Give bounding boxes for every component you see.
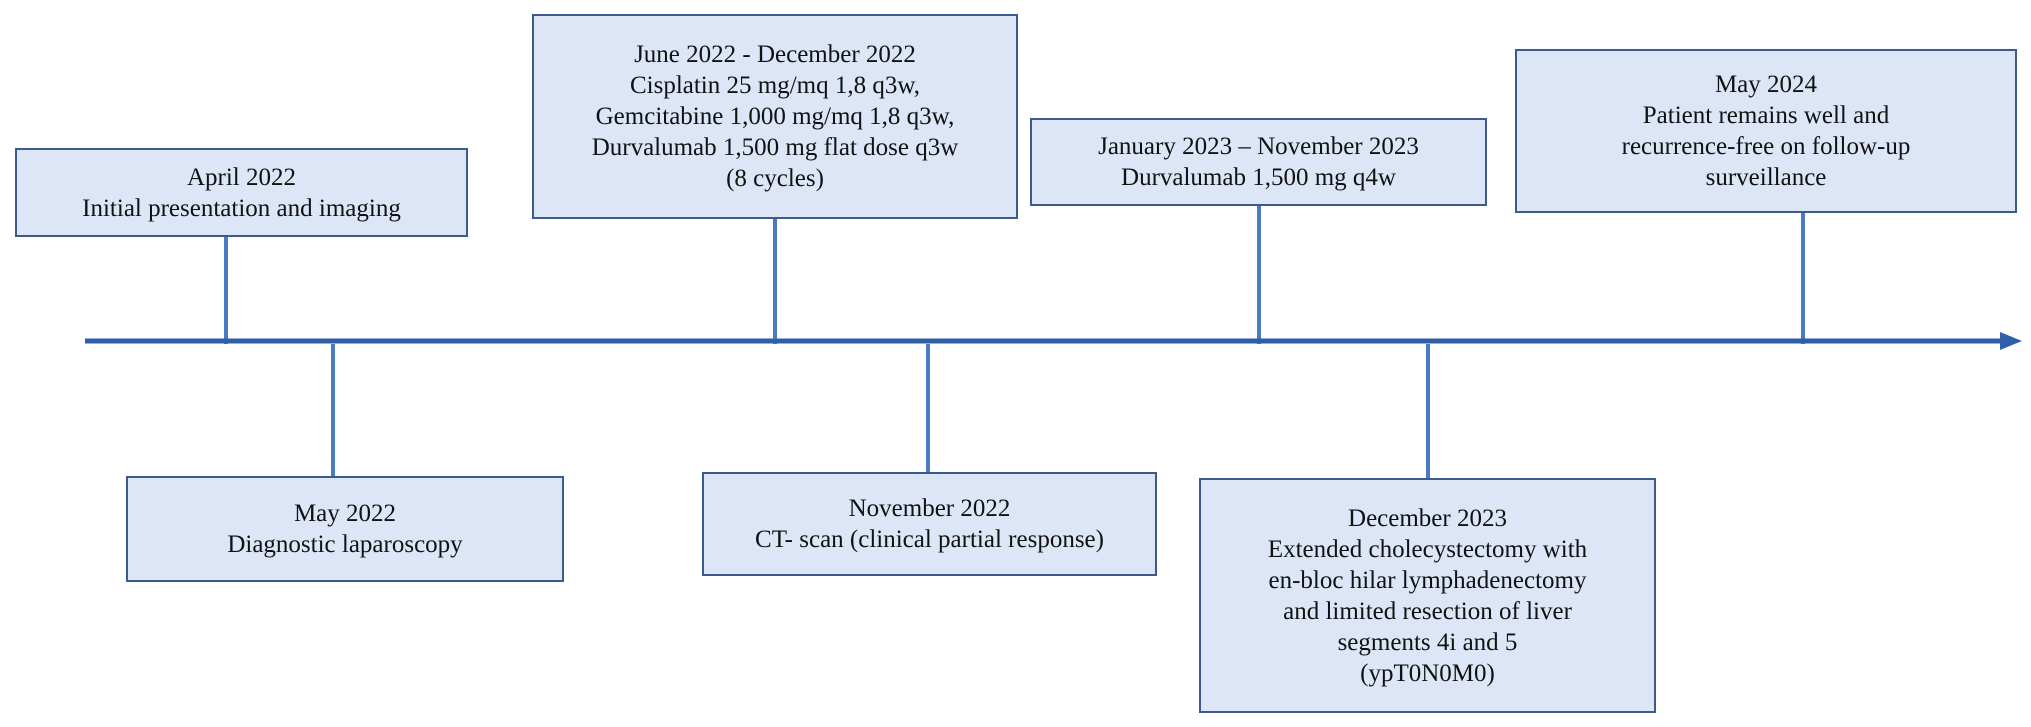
- event-text: surveillance: [1705, 164, 1827, 191]
- event-text: Extended cholecystectomy with: [1267, 535, 1588, 563]
- event-text: CT- scan (clinical partial response): [755, 526, 1104, 553]
- event-text: Durvalumab 1,500 mg flat dose q3w: [591, 134, 959, 161]
- event-text: (8 cycles): [726, 165, 824, 192]
- event-text: en-bloc hilar lymphadenectomy: [1268, 566, 1587, 594]
- event-date: December 2023: [1348, 504, 1507, 532]
- event-date: April 2022: [186, 163, 297, 191]
- event-text: segments 4i and 5: [1337, 628, 1518, 656]
- event-text: and limited resection of liver: [1283, 597, 1572, 625]
- event-date: November 2022: [848, 495, 1011, 522]
- event-text: Durvalumab 1,500 mg q4w: [1121, 164, 1396, 191]
- event-date: June 2022 - December 2022: [634, 41, 916, 68]
- event-box-jun-dec-2022: June 2022 - December 2022 Cisplatin 25 m…: [532, 14, 1018, 219]
- axis-arrowhead: [2000, 332, 2022, 350]
- event-text: Gemcitabine 1,000 mg/mq 1,8 q3w,: [595, 103, 955, 130]
- event-box-dec-2023: December 2023 Extended cholecystectomy w…: [1199, 478, 1656, 713]
- event-box-may-2022: May 2022 Diagnostic laparoscopy: [126, 476, 564, 582]
- event-date: January 2023 – November 2023: [1098, 133, 1419, 160]
- event-text: Initial presentation and imaging: [82, 194, 401, 222]
- event-box-nov-2022: November 2022 CT- scan (clinical partial…: [702, 472, 1157, 576]
- event-box-jan-nov-2023: January 2023 – November 2023 Durvalumab …: [1030, 118, 1487, 206]
- event-text: (ypT0N0M0): [1360, 659, 1495, 687]
- event-box-apr-2022: April 2022 Initial presentation and imag…: [15, 148, 468, 237]
- event-text: recurrence-free on follow-up: [1621, 133, 1911, 160]
- event-date: May 2024: [1714, 71, 1818, 98]
- event-text: Cisplatin 25 mg/mq 1,8 q3w,: [629, 72, 921, 99]
- event-text: Patient remains well and: [1642, 102, 1890, 129]
- event-date: May 2022: [293, 500, 397, 527]
- event-box-may-2024: May 2024 Patient remains well and recurr…: [1515, 49, 2017, 213]
- event-text: Diagnostic laparoscopy: [227, 531, 463, 558]
